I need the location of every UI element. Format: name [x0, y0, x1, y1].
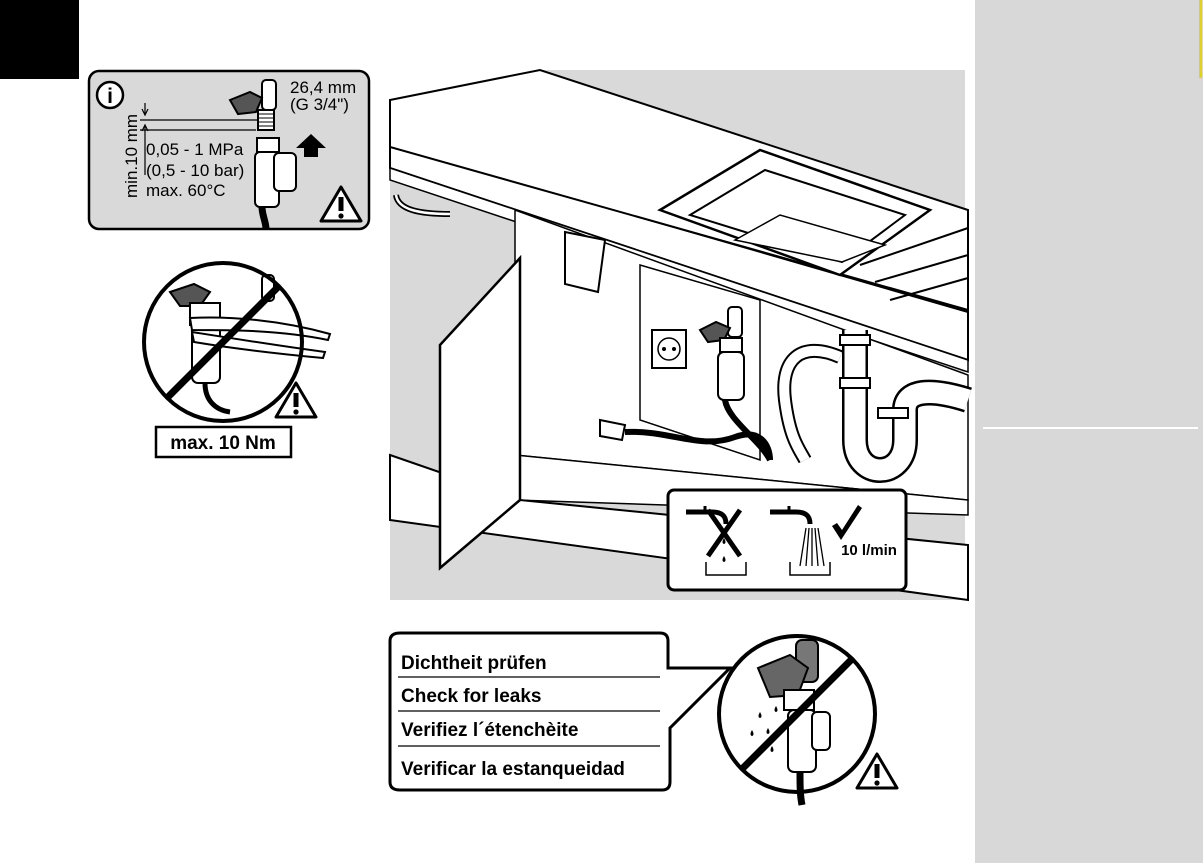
flow-requirement-panel: 10 l/min	[668, 490, 906, 590]
margin-divider	[983, 427, 1198, 429]
warning-icon	[276, 383, 316, 417]
spec-panel: i 26,4 mm (G 3/4") min.10 mm 0,05 - 1 MP…	[89, 71, 369, 229]
leak-check-de: Dichtheit prüfen	[401, 653, 547, 674]
power-socket	[652, 330, 686, 368]
svg-text:min.10 mm: min.10 mm	[122, 114, 141, 198]
info-icon: i	[97, 82, 123, 108]
margin-panel	[975, 0, 1203, 863]
torque-illustration: max. 10 Nm	[144, 263, 330, 457]
leak-check-callout: Dichtheit prüfen Check for leaks Verifie…	[390, 633, 730, 790]
svg-text:(G 3/4"): (G 3/4")	[290, 95, 349, 114]
svg-text:max. 60°C: max. 60°C	[146, 181, 226, 200]
leak-check-es: Verificar la estanqueidad	[401, 759, 625, 780]
svg-text:0,05 - 1 MPa: 0,05 - 1 MPa	[146, 140, 244, 159]
leak-illustration	[719, 636, 897, 805]
svg-text:10 l/min: 10 l/min	[841, 542, 897, 559]
edge-marker	[1199, 0, 1202, 78]
leak-check-fr: Verifiez l´étenchèite	[401, 720, 578, 741]
installation-figure: i 26,4 mm (G 3/4") min.10 mm 0,05 - 1 MP…	[0, 0, 975, 863]
svg-text:(0,5 - 10 bar): (0,5 - 10 bar)	[146, 161, 244, 180]
svg-text:max. 10 Nm: max. 10 Nm	[170, 433, 276, 454]
svg-text:i: i	[107, 85, 113, 108]
leak-check-en: Check for leaks	[401, 686, 541, 707]
